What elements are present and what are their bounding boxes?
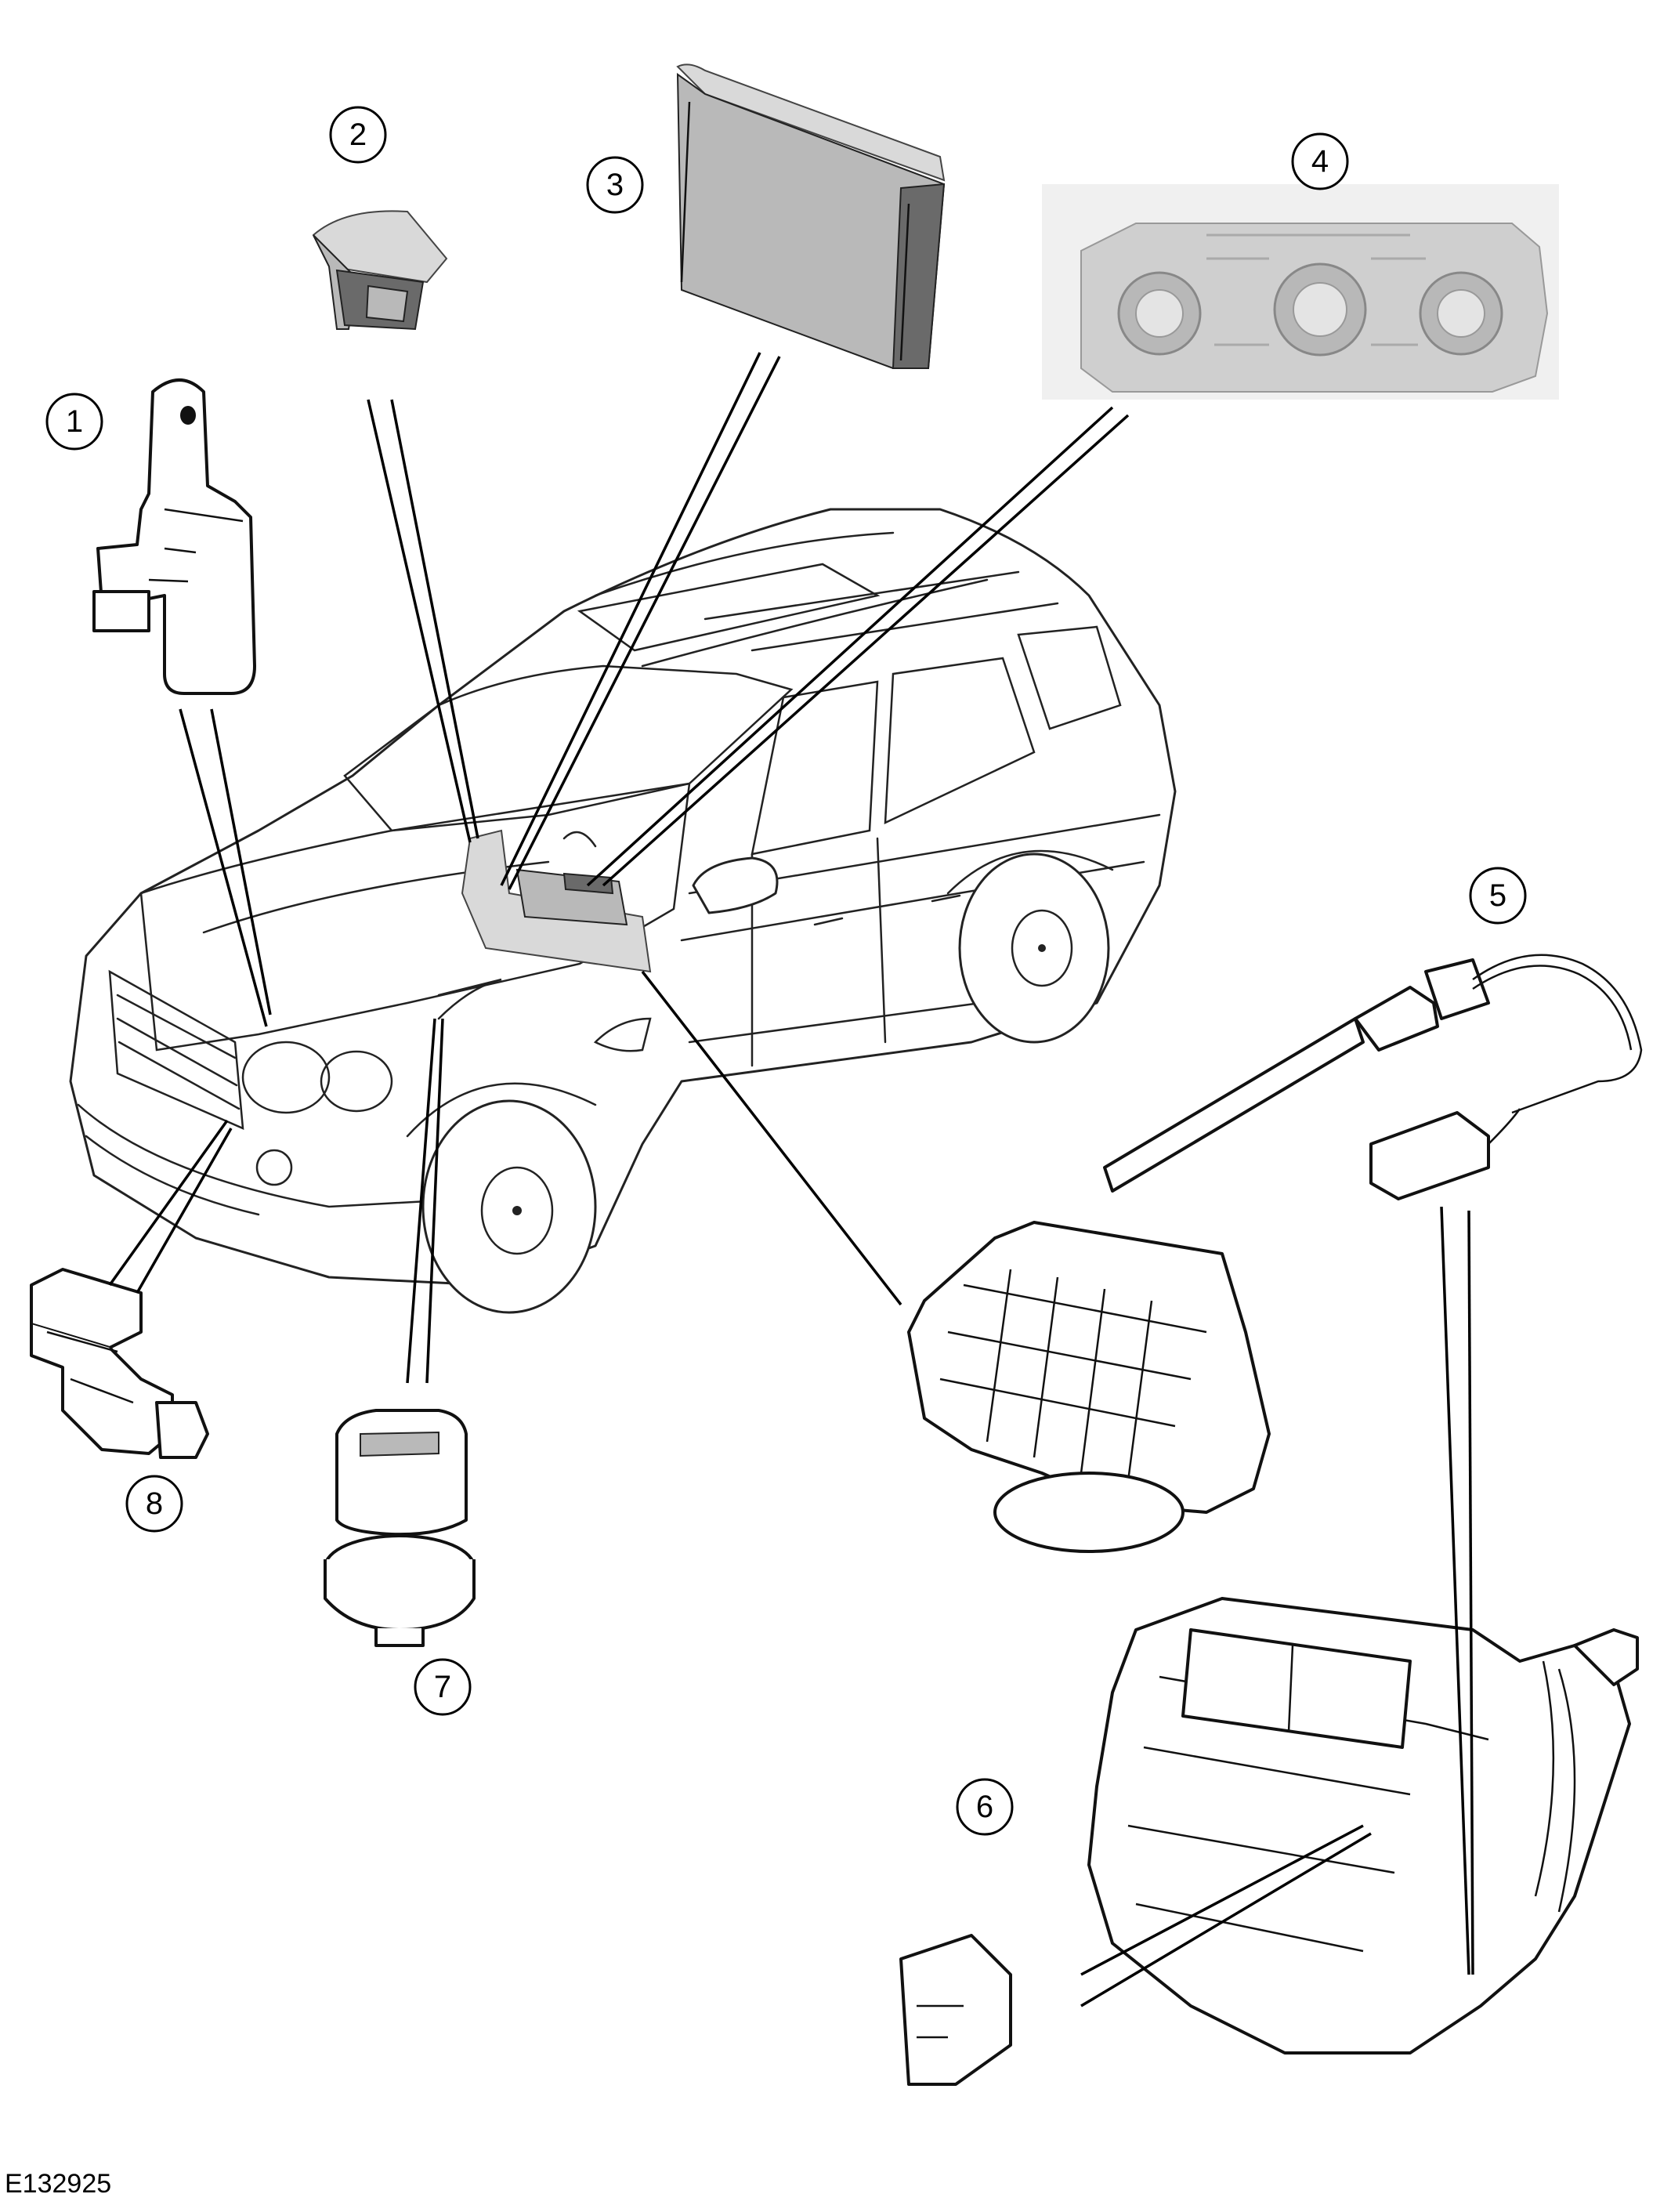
vehicle-illustration bbox=[69, 508, 1177, 1314]
callout-8: 8 bbox=[125, 1475, 183, 1533]
callout-1: 1 bbox=[45, 393, 103, 451]
component-1-sensor bbox=[92, 378, 256, 695]
callout-2-label: 2 bbox=[349, 118, 367, 152]
callout-2: 2 bbox=[329, 106, 387, 164]
callout-7-label: 7 bbox=[434, 1670, 451, 1704]
callout-3-label: 3 bbox=[606, 168, 624, 202]
callout-6: 6 bbox=[956, 1778, 1014, 1836]
callout-8-label: 8 bbox=[146, 1486, 163, 1521]
callout-4-label: 4 bbox=[1311, 144, 1329, 179]
callout-6-label: 6 bbox=[976, 1790, 993, 1824]
component-2-solar-sensor bbox=[312, 210, 448, 331]
component-5-temperature-sensor bbox=[1103, 954, 1643, 1200]
callout-7: 7 bbox=[414, 1658, 472, 1716]
component-3-control-module bbox=[676, 63, 946, 369]
callout-5: 5 bbox=[1469, 867, 1527, 925]
callout-1-label: 1 bbox=[66, 404, 83, 439]
component-8-sensor bbox=[30, 1268, 209, 1459]
callout-5-label: 5 bbox=[1489, 878, 1506, 913]
callout-3: 3 bbox=[586, 156, 644, 214]
callout-4: 4 bbox=[1291, 132, 1349, 190]
figure-id: E132925 bbox=[5, 2169, 112, 2199]
component-4-climate-control-panel bbox=[1042, 184, 1559, 400]
leader-lines bbox=[108, 352, 1474, 2007]
component-6-hvac-assembly bbox=[899, 1221, 1639, 2086]
component-7-pressure-transducer bbox=[324, 1409, 476, 1647]
